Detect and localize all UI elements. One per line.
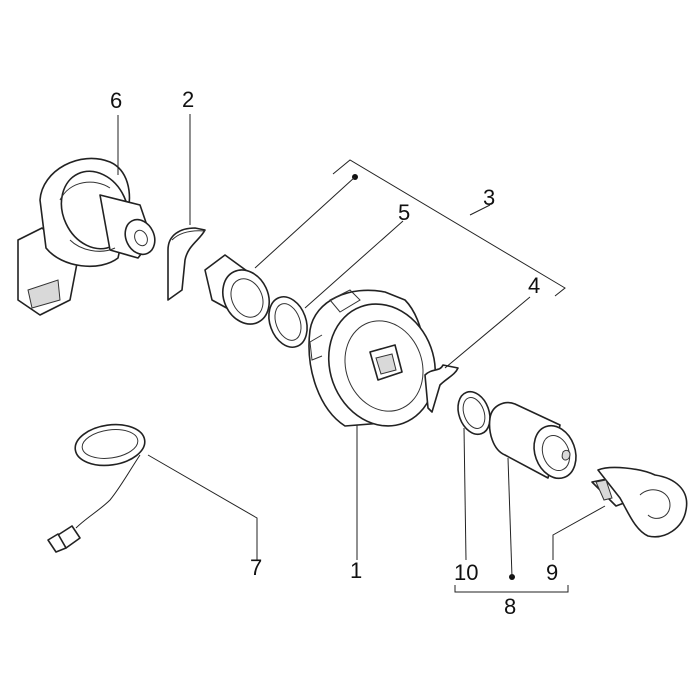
- label-part-2: 2: [182, 87, 194, 112]
- label-part-5: 5: [398, 200, 410, 225]
- part-4-spring-clip: [424, 364, 459, 413]
- label-part-7: 7: [250, 555, 262, 580]
- part-10-oring: [457, 390, 491, 436]
- leader-lines: [117, 114, 606, 578]
- part-5-washer: [268, 296, 308, 348]
- label-part-6: 6: [110, 88, 122, 113]
- part-5-bushing: [204, 254, 270, 325]
- label-part-10: 10: [454, 560, 478, 585]
- label-part-8: 8: [504, 594, 516, 619]
- label-part-1: 1: [350, 558, 362, 583]
- label-part-3: 3: [483, 185, 495, 210]
- part-2-clip: [167, 227, 206, 301]
- label-part-4: 4: [528, 273, 540, 298]
- part-1-lock-housing: [308, 289, 437, 427]
- group-8-bracket: [454, 574, 569, 593]
- part-9-key: [591, 466, 688, 538]
- label-part-9: 9: [546, 560, 558, 585]
- part-8-lock-cylinder: [488, 401, 577, 480]
- part-6-switch-body: [17, 157, 156, 316]
- part-7-wire-loop: [47, 423, 146, 553]
